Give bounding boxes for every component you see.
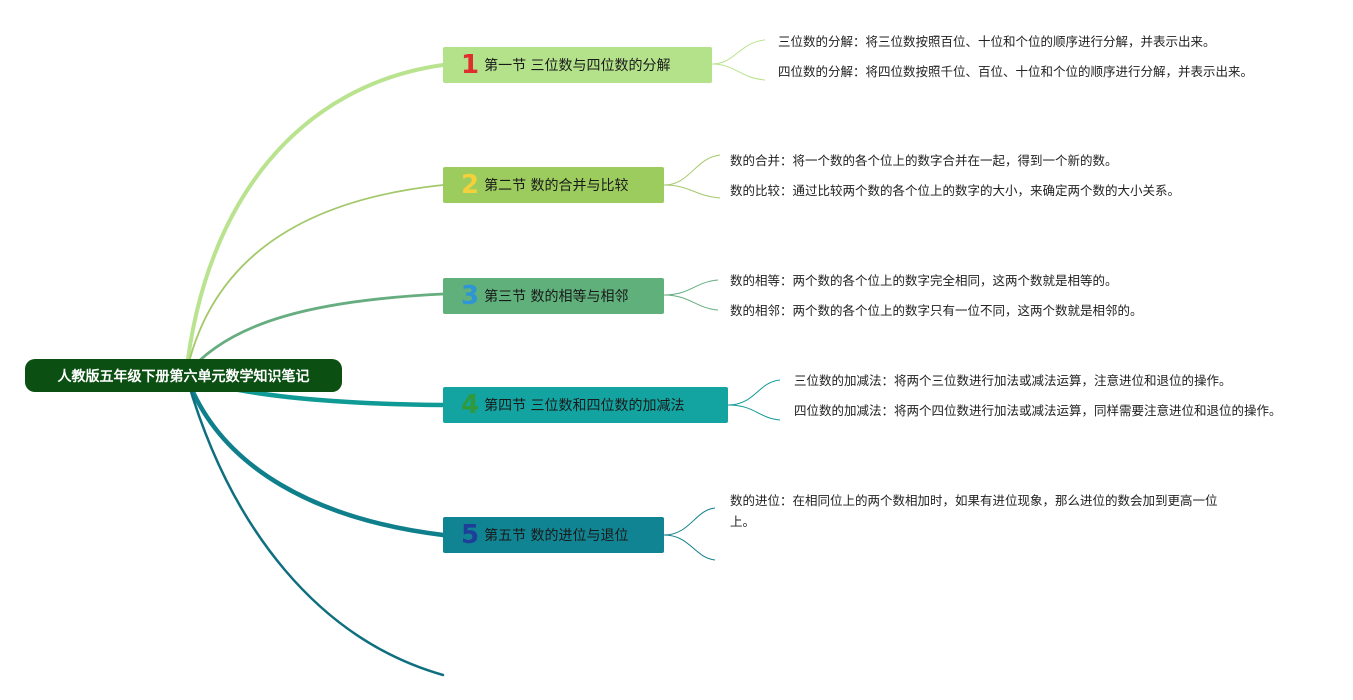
connector-root-extra [184, 373, 445, 677]
section-4-note-2: 四位数的加减法：将两个四位数进行加法或减法运算，同样需要注意进位和退位的操作。 [794, 403, 1282, 418]
connector-root-to-section-3 [184, 292, 445, 377]
connector-section-2-note-2 [663, 184, 721, 199]
root-topic[interactable]: 人教版五年级下册第六单元数学知识笔记 [25, 359, 342, 392]
connector-section-4-note-1 [727, 379, 781, 406]
section-2-topic[interactable]: 2 第二节 数的合并与比较 [443, 167, 664, 203]
connector-section-4-note-2 [727, 404, 781, 421]
section-1-number: 1 [461, 50, 480, 80]
section-1-note-1: 三位数的分解：将三位数按照百位、十位和个位的顺序进行分解，并表示出来。 [778, 34, 1216, 49]
section-3-number: 3 [461, 281, 480, 311]
section-5-title: 第五节 数的进位与退位 [484, 528, 629, 544]
connector-section-3-note-2 [663, 294, 719, 311]
connector-section-3-note-1 [663, 279, 719, 296]
section-1-topic[interactable]: 1 第一节 三位数与四位数的分解 [443, 47, 712, 83]
section-4-note-1: 三位数的加减法：将两个三位数进行加法或减法运算，注意进位和退位的操作。 [794, 373, 1232, 388]
section-4-title: 第四节 三位数和四位数的加减法 [484, 398, 685, 414]
connector-section-1-note-2 [711, 63, 766, 81]
section-3-note-1: 数的相等：两个数的各个位上的数字完全相同，这两个数就是相等的。 [730, 273, 1118, 288]
section-2-title: 第二节 数的合并与比较 [484, 178, 629, 194]
connector-root-to-section-1 [184, 63, 445, 377]
connector-section-1-note-1 [711, 39, 766, 65]
section-4-number: 4 [461, 390, 480, 420]
section-3-title: 第三节 数的相等与相邻 [484, 289, 629, 305]
connector-root-to-section-5 [183, 372, 446, 538]
section-5-note-1: 数的进位：在相同位上的两个数相加时，如果有进位现象，那么进位的数会加到更高一位上… [730, 493, 1218, 529]
section-3-topic[interactable]: 3 第三节 数的相等与相邻 [443, 278, 664, 314]
connector-section-5-extra [663, 534, 716, 561]
section-1-note-2: 四位数的分解：将四位数按照千位、百位、十位和个位的顺序进行分解，并表示出来。 [778, 64, 1254, 79]
section-4-topic[interactable]: 4 第四节 三位数和四位数的加减法 [443, 387, 728, 423]
connector-section-5-note-1 [663, 507, 716, 536]
section-5-number: 5 [461, 520, 480, 550]
connector-section-2-note-1 [663, 154, 721, 186]
section-3-note-2: 数的相邻：两个数的各个位上的数字只有一位不同，这两个数就是相邻的。 [730, 303, 1143, 318]
section-1-title: 第一节 三位数与四位数的分解 [484, 58, 671, 74]
section-2-note-1: 数的合并：将一个数的各个位上的数字合并在一起，得到一个新的数。 [730, 153, 1118, 168]
root-title: 人教版五年级下册第六单元数学知识笔记 [57, 368, 310, 385]
section-2-number: 2 [461, 170, 480, 200]
connector-root-to-section-2 [185, 184, 444, 376]
section-5-topic[interactable]: 5 第五节 数的进位与退位 [443, 517, 664, 553]
section-2-note-2: 数的比较：通过比较两个数的各个位上的数字的大小，来确定两个数的大小关系。 [730, 183, 1181, 198]
